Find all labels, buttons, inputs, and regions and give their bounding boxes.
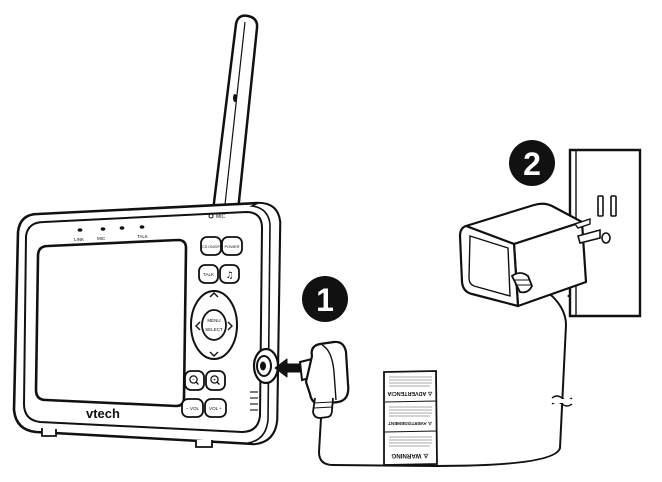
tag-heading-avertissement: ⚠ AVERTISSEMENT bbox=[388, 421, 432, 426]
indicator-lights: LINK MIC TALK MIC bbox=[74, 213, 226, 242]
zoom-in-icon bbox=[210, 375, 219, 384]
volume-up-button[interactable]: VOL + bbox=[204, 398, 227, 418]
adapter-prong bbox=[577, 228, 601, 244]
outlet-slot bbox=[610, 195, 617, 217]
monitor-side bbox=[247, 202, 281, 445]
dc-plug-body bbox=[304, 340, 350, 406]
adapter-strain-relief bbox=[510, 272, 533, 294]
indicator-led bbox=[139, 225, 145, 229]
mic-label: MIC bbox=[216, 214, 226, 220]
power-cord bbox=[317, 275, 568, 468]
cord-warning-tag: ⚠ ADVERTENCIA ⚠ AVERTISSEMENT ⚠ WARNING bbox=[383, 370, 438, 466]
step-2-badge: 2 bbox=[509, 140, 555, 186]
dc-plug-ridge bbox=[321, 344, 337, 401]
mic-hole bbox=[208, 213, 214, 219]
zoom-in-sign: + bbox=[213, 378, 216, 384]
indicator-led bbox=[119, 226, 125, 230]
antenna-ridge bbox=[221, 21, 246, 233]
nav-down-arrow-icon[interactable] bbox=[209, 351, 219, 357]
monitor-unit: LINK MIC TALK MIC LCD ON/OFF POWER TALK … bbox=[12, 14, 282, 448]
vtech-logo: vtech bbox=[86, 406, 120, 421]
tag-fine-print bbox=[389, 376, 432, 447]
menu-select-button[interactable]: MENU SELECT bbox=[201, 309, 227, 341]
select-label: SELECT bbox=[205, 327, 223, 332]
nav-up-arrow-icon[interactable] bbox=[209, 292, 219, 298]
tag-heading-warning: ⚠ WARNING bbox=[391, 452, 428, 459]
adapter-top bbox=[464, 202, 584, 246]
adapter-prong bbox=[573, 218, 591, 229]
lcd-button[interactable]: LCD ON/OFF bbox=[200, 236, 223, 256]
indicator-label-talk: TALK bbox=[137, 234, 148, 239]
lcd-button-label: LCD ON/OFF bbox=[200, 245, 223, 249]
outlet-slot bbox=[597, 195, 604, 217]
dc-plug[interactable] bbox=[298, 340, 350, 419]
indicator-led bbox=[100, 227, 106, 231]
power-adapter[interactable] bbox=[458, 202, 601, 308]
step-1-badge: 1 bbox=[302, 276, 348, 322]
music-note-icon: ♫ bbox=[225, 271, 233, 281]
zoom-out-sign: − bbox=[192, 378, 195, 384]
indicator-label-link: LINK bbox=[74, 237, 84, 242]
step-2-number: 2 bbox=[523, 146, 541, 182]
menu-label: MENU bbox=[207, 318, 220, 323]
indicator-led bbox=[77, 228, 83, 232]
step-1-number: 1 bbox=[316, 282, 334, 318]
zoom-out-button[interactable]: − bbox=[184, 370, 205, 391]
volume-down-label: − VOL bbox=[186, 406, 200, 411]
monitor-foot bbox=[195, 440, 213, 448]
music-button[interactable]: ♫ bbox=[219, 264, 240, 284]
indicator-label-mic: MIC bbox=[97, 236, 106, 241]
nav-left-arrow-icon[interactable] bbox=[195, 321, 201, 331]
talk-button[interactable]: TALK bbox=[198, 264, 219, 284]
tag-heading-advertencia: ⚠ ADVERTENCIA bbox=[387, 390, 432, 396]
zoom-in-button[interactable]: + bbox=[205, 370, 226, 391]
monitor-foot bbox=[41, 428, 57, 437]
adapter-front-inset bbox=[468, 235, 511, 297]
volume-down-button[interactable]: − VOL bbox=[181, 398, 204, 418]
zoom-out-icon bbox=[189, 375, 198, 384]
dc-power-jack[interactable] bbox=[252, 347, 280, 385]
power-button-label: POWER bbox=[224, 244, 239, 249]
outlet-ground-hole bbox=[601, 232, 611, 244]
nav-right-arrow-icon[interactable] bbox=[227, 321, 233, 331]
antenna-mark bbox=[233, 94, 237, 102]
talk-button-label: TALK bbox=[203, 272, 214, 277]
power-button[interactable]: POWER bbox=[221, 236, 243, 256]
volume-up-label: VOL + bbox=[209, 406, 222, 411]
monitor-screen bbox=[34, 238, 188, 408]
